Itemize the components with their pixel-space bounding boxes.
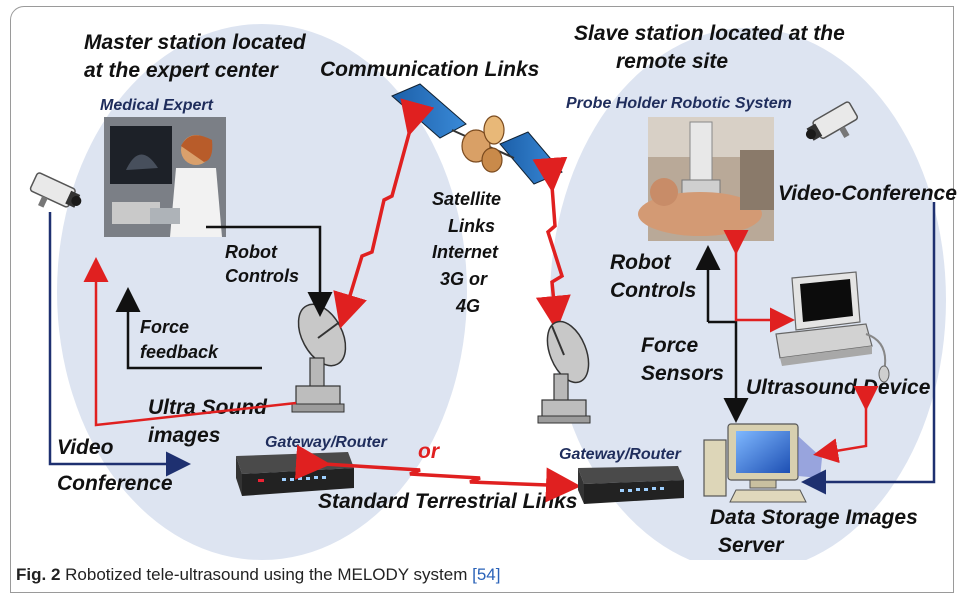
ultrasound-images-arrow xyxy=(83,257,297,427)
gateway-router-slave-icon xyxy=(578,466,684,504)
diagram: Master station located at the expert cen… xyxy=(29,22,957,560)
satellite-dish-master-icon xyxy=(291,303,347,413)
video-camera-left-icon xyxy=(29,172,82,208)
standard-terrestrial-links-label: Standard Terrestrial Links xyxy=(318,490,577,513)
force-sensors-line2: Sensors xyxy=(641,362,724,385)
caption-reference-link[interactable]: [54] xyxy=(472,565,501,584)
robot-controls-slave-line1: Robot xyxy=(610,251,672,274)
satellite-text-line5: 4G xyxy=(455,296,480,316)
master-title-line2: at the expert center xyxy=(84,59,280,82)
probe-ultrasound-link xyxy=(723,230,795,333)
satellite-text-line4: 3G or xyxy=(440,269,488,289)
ultrasound-images-line1: Ultra Sound xyxy=(148,396,268,419)
video-camera-right-icon xyxy=(805,101,859,141)
slave-title-line2: remote site xyxy=(616,50,728,73)
medical-expert-label: Medical Expert xyxy=(100,97,214,114)
data-storage-server-icon xyxy=(703,423,822,503)
satellite-link-master xyxy=(333,98,435,329)
force-feedback-line2: feedback xyxy=(140,342,219,362)
data-storage-line1: Data Storage Images xyxy=(710,506,918,529)
ultrasound-server-link xyxy=(813,386,879,464)
caption-fig-label: Fig. 2 xyxy=(16,565,61,584)
robot-controls-master-line2: Controls xyxy=(225,266,299,286)
gateway-router-slave-label: Gateway/Router xyxy=(559,446,682,463)
video-conference-slave-label: Video-Conference xyxy=(778,182,957,205)
figure-caption: Fig. 2 Robotized tele-ultrasound using t… xyxy=(16,565,500,585)
video-conference-arrow-slave xyxy=(801,202,936,495)
terrestrial-link xyxy=(294,444,581,503)
force-feedback-line1: Force xyxy=(140,317,189,337)
probe-holder-label: Probe Holder Robotic System xyxy=(566,95,792,112)
ultrasound-images-line2: images xyxy=(148,424,220,447)
medical-expert-photo xyxy=(104,117,226,237)
ultrasound-device-label: Ultrasound Device xyxy=(746,376,931,399)
force-sensors-line1: Force xyxy=(641,334,699,357)
gateway-router-master-label: Gateway/Router xyxy=(265,434,388,451)
figure-frame xyxy=(10,6,954,593)
ultrasound-device-icon xyxy=(775,271,890,383)
force-feedback-arrow xyxy=(115,287,262,370)
master-title-line1: Master station located xyxy=(84,31,307,54)
robot-controls-arrow-master xyxy=(206,225,333,317)
video-conference-line2: Conference xyxy=(57,472,173,495)
satellite-text-line3: Internet xyxy=(432,242,499,262)
robot-controls-master-line1: Robot xyxy=(225,242,278,262)
video-conference-line1: Video xyxy=(57,436,114,459)
video-conference-arrow-master xyxy=(48,212,191,477)
data-storage-line2: Server xyxy=(718,534,785,557)
satellite-dish-slave-icon xyxy=(537,320,591,424)
communication-links-title: Communication Links xyxy=(320,58,539,81)
caption-text: Robotized tele-ultrasound using the MELO… xyxy=(65,565,468,584)
or-label: or xyxy=(418,440,441,463)
robot-controls-slave-line2: Controls xyxy=(610,279,696,302)
satellite-link-slave xyxy=(532,156,571,331)
slave-title-line1: Slave station located at the xyxy=(574,22,845,45)
satellite-text-line1: Satellite xyxy=(432,189,501,209)
satellite-text-line2: Links xyxy=(448,216,495,236)
probe-holder-photo xyxy=(638,117,774,241)
